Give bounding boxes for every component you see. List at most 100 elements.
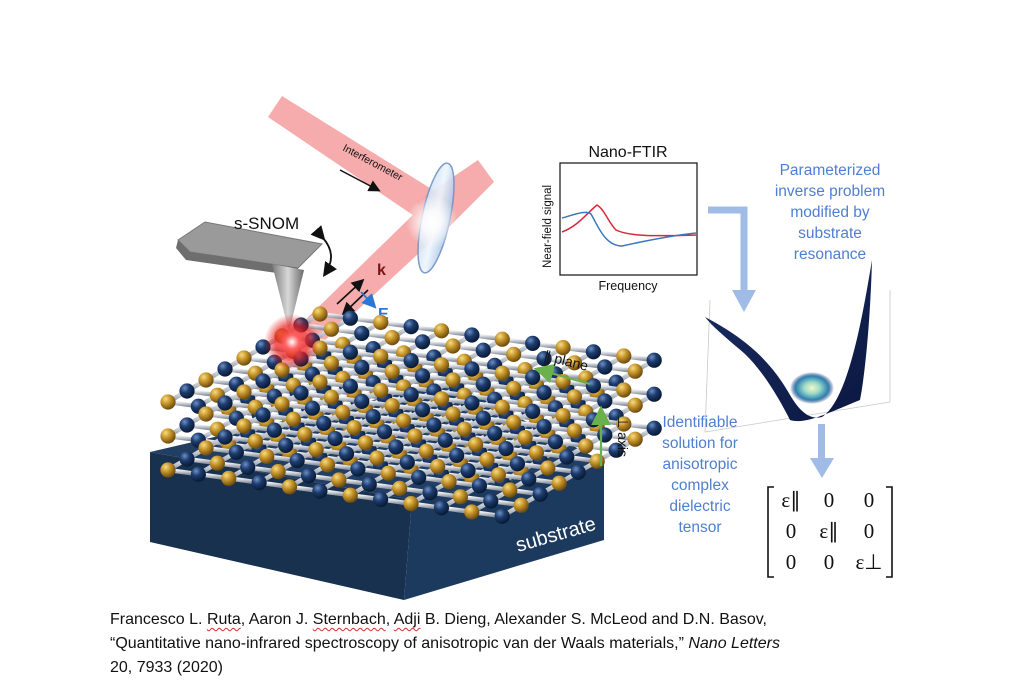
atom-gold	[616, 382, 632, 398]
atom-gold	[274, 396, 290, 412]
atom-navy	[547, 434, 564, 450]
atom-gold	[373, 382, 389, 398]
atom-navy	[483, 493, 499, 509]
citation-title: “Quantitative nano-infrared spectroscopy…	[110, 635, 689, 652]
note-line: Identifiable	[662, 414, 738, 431]
atom-navy	[559, 449, 575, 465]
atom-navy	[608, 442, 624, 458]
tensor-cell: 0	[785, 519, 797, 543]
atom-navy	[532, 486, 548, 502]
atom-navy	[509, 456, 526, 472]
atom-gold	[384, 398, 400, 414]
atom-gold	[384, 330, 400, 346]
atom-gold	[494, 365, 510, 381]
atom-navy	[411, 469, 427, 485]
atom-gold	[323, 389, 339, 405]
note-line: resonance	[793, 246, 867, 263]
atom-gold	[308, 442, 324, 458]
atom-gold	[433, 323, 450, 339]
atom-gold	[566, 355, 583, 371]
citation: Francesco L. Ruta, Aaron J. Sternbach, A…	[110, 608, 970, 680]
atom-navy	[179, 417, 195, 433]
atom-gold	[578, 438, 594, 454]
atom-navy	[525, 335, 541, 351]
atom-navy	[289, 453, 305, 469]
atom-navy	[525, 403, 541, 419]
atom-gold	[323, 355, 339, 371]
atom-navy	[403, 387, 419, 403]
incoming-beam	[268, 96, 446, 228]
atom-navy	[342, 310, 358, 326]
atom-gold	[468, 436, 484, 452]
flow-arrow-head-2	[810, 458, 834, 478]
atom-gold	[494, 399, 510, 415]
atom-navy	[422, 485, 438, 501]
atom-gold	[198, 406, 214, 422]
atom-navy	[426, 417, 442, 433]
tensor-cell: ε⊥	[855, 550, 883, 574]
inset-xlabel: Frequency	[598, 279, 658, 293]
atom-navy	[521, 471, 537, 487]
atom-navy	[217, 395, 233, 411]
atom-gold	[357, 435, 374, 451]
note-line: substrate	[798, 225, 862, 242]
atom-gold	[555, 408, 571, 424]
atom-navy	[342, 344, 358, 360]
cantilever-side	[176, 240, 298, 276]
tensor-cell: 0	[823, 550, 835, 574]
atom-gold	[236, 418, 252, 434]
atom-gold	[259, 448, 275, 464]
atom-gold	[346, 420, 362, 436]
citation-journal: Nano Letters	[688, 635, 780, 652]
perp-axis-label: ⊥ axis	[615, 416, 631, 457]
citation-volume: 20, 7933 (2020)	[110, 659, 223, 676]
atom-navy	[570, 464, 586, 480]
atom-navy	[365, 409, 381, 425]
atom-navy	[354, 393, 370, 409]
citation-author-ruta: Ruta	[206, 611, 241, 628]
atom-gold	[555, 340, 571, 356]
atom-navy	[414, 334, 431, 350]
atom-navy	[354, 359, 370, 375]
atom-gold	[209, 455, 225, 471]
atom-navy	[255, 373, 271, 389]
atom-navy	[464, 395, 480, 411]
note-line: dielectric	[669, 498, 731, 515]
atom-gold	[319, 457, 336, 473]
tensor-cell: 0	[823, 488, 835, 512]
atom-gold	[312, 374, 328, 390]
atom-navy	[293, 385, 309, 401]
atom-navy	[217, 361, 233, 377]
lens-flare	[406, 196, 458, 248]
atom-gold	[392, 480, 408, 496]
note-line: complex	[671, 477, 729, 494]
atom-gold	[335, 404, 351, 420]
atom-gold	[627, 363, 643, 379]
interferometer-arrow	[339, 169, 381, 192]
atom-gold	[616, 348, 632, 364]
atom-navy	[494, 508, 510, 524]
atom-navy	[304, 400, 320, 416]
atom-gold	[373, 314, 389, 330]
atom-gold	[513, 497, 529, 513]
atom-gold	[551, 475, 567, 491]
atom-gold	[198, 372, 214, 388]
atom-gold	[445, 372, 461, 388]
atom-navy	[464, 327, 480, 343]
atom-navy	[316, 415, 332, 431]
tip-beam	[300, 204, 446, 343]
atom-navy	[597, 393, 613, 409]
dielectric-tensor: ε∥ 0 0 0 ε∥ 0 0 0 ε⊥	[765, 484, 895, 580]
atom-navy	[179, 451, 195, 467]
atom-gold	[297, 426, 313, 442]
atom-navy	[498, 441, 514, 457]
atom-navy	[646, 386, 662, 402]
inset-ylabel: Near-field signal	[542, 185, 554, 268]
atom-navy	[464, 361, 480, 377]
citation-authors: B. Dieng, Alexander S. McLeod and D.N. B…	[420, 611, 767, 628]
flow-arrow-to-surface	[708, 206, 748, 292]
atom-navy	[475, 410, 491, 426]
